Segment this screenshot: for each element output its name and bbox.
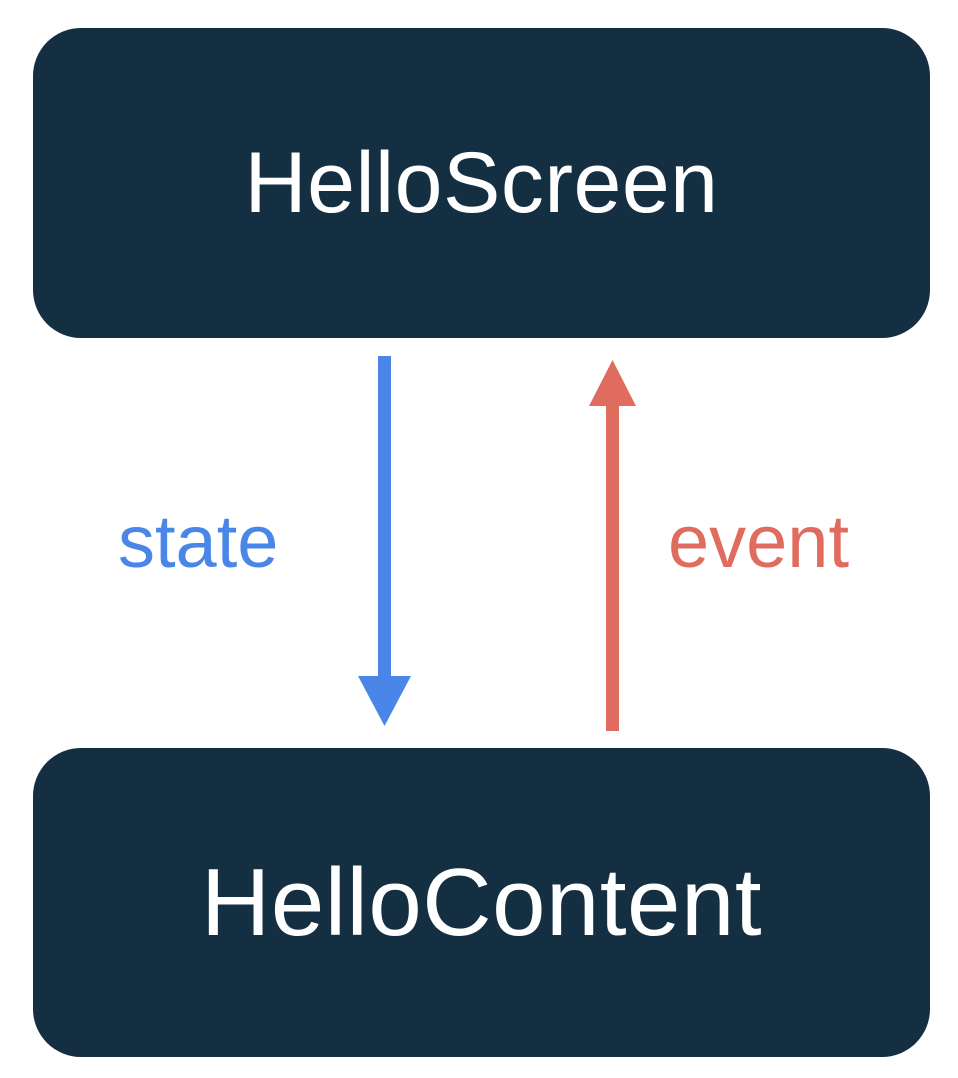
node-hello-content-label: HelloContent xyxy=(201,848,762,956)
event-arrow xyxy=(589,360,636,731)
edge-label-state: state xyxy=(118,500,279,583)
node-hello-screen[interactable]: HelloScreen xyxy=(33,28,930,338)
edge-label-event: event xyxy=(668,500,850,583)
node-hello-screen-label: HelloScreen xyxy=(244,135,719,231)
state-arrow xyxy=(358,356,411,726)
node-hello-content[interactable]: HelloContent xyxy=(33,748,930,1057)
